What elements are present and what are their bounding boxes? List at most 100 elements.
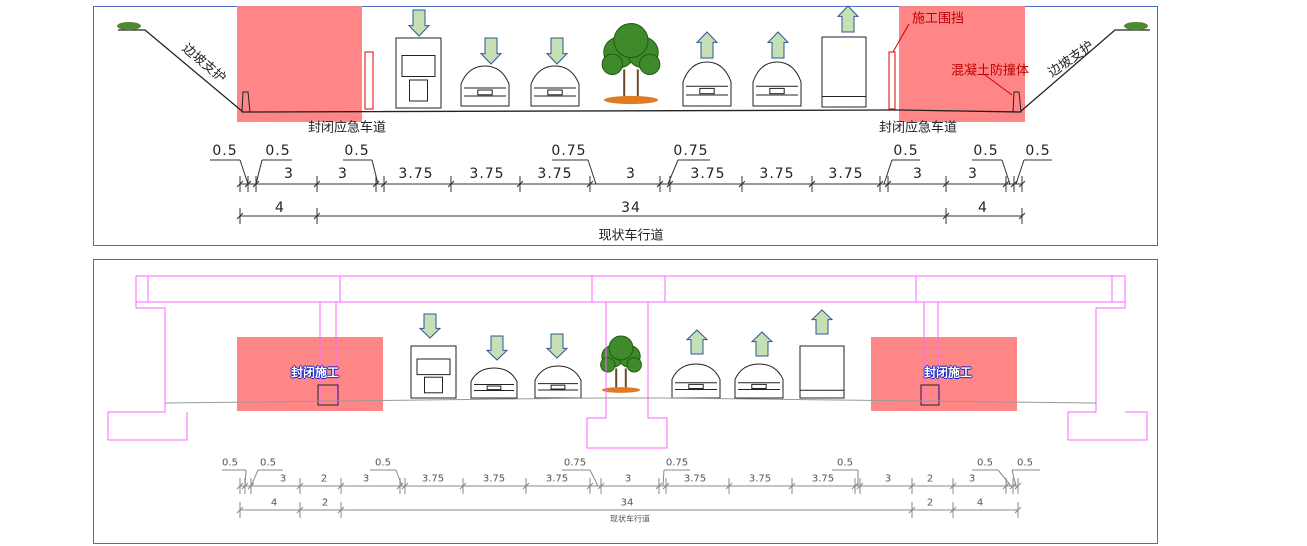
flower-bed [603, 95, 659, 105]
tree-foliage [639, 53, 661, 76]
closed-construction-label-right: 封闭施工 [923, 365, 973, 380]
dimension-slash [1002, 180, 1010, 188]
dimension-leader [972, 159, 1011, 185]
dimension-leader [972, 469, 1012, 487]
dimension-label: 0.75 [563, 457, 587, 469]
dimension-slash [401, 482, 409, 490]
car-body [530, 65, 580, 107]
leader-line [1011, 469, 1017, 487]
dimension-label: 0.75 [673, 143, 709, 159]
dimension-slash [949, 506, 957, 514]
arrow-up-icon [766, 31, 790, 59]
dimension-label: 0.5 [265, 143, 291, 159]
truck-icon [410, 345, 457, 399]
dimension-total-label: 4 [275, 200, 285, 216]
car-grille [477, 89, 493, 96]
dimension-label: 0.5 [893, 143, 919, 159]
leader-line [239, 159, 249, 185]
concrete-barrier-icon [1012, 91, 1022, 113]
leader-line [892, 23, 910, 53]
dimension-slash [296, 482, 304, 490]
closure-zone [237, 337, 383, 411]
dimension-slash [236, 212, 244, 220]
dimension-label: 3 [968, 166, 978, 182]
car-grille [751, 383, 767, 389]
dimension-label: 0.5 [375, 457, 391, 469]
dimension-slash [908, 506, 916, 514]
dimension-leader [1015, 159, 1052, 185]
tree-foliage [601, 53, 623, 76]
dimension-total-label: 4 [976, 497, 984, 509]
dimension-label: 3.75 [748, 473, 772, 485]
closed-emergency-lane-right: 封闭应急车道 [878, 120, 958, 136]
dimension-label: 0.75 [551, 143, 587, 159]
construction-fence-icon [888, 51, 896, 110]
dimension-label: 3 [968, 473, 976, 485]
dimension-leader [832, 469, 859, 486]
dimension-slash [655, 482, 663, 490]
dimension-slash [1018, 180, 1026, 188]
dimension-label: 3.75 [537, 166, 573, 182]
dimension-slash [876, 180, 884, 188]
tree-foliage [613, 23, 649, 58]
car-grille [547, 89, 563, 96]
median-tree-icon [600, 335, 642, 393]
dimension-label: 3.75 [683, 473, 707, 485]
dimension-label: 0.5 [344, 143, 370, 159]
dimension-slash [666, 180, 674, 188]
leader-line [589, 469, 599, 487]
construction-fence-label: 施工围挡 [911, 11, 965, 27]
dimension-slash [516, 180, 524, 188]
arrow-down-icon [485, 335, 509, 361]
dimension-slash [337, 482, 345, 490]
bottom-total-dimension-row [236, 502, 1022, 518]
dimension-slash [447, 180, 455, 188]
dimension-leader [210, 159, 249, 185]
car-grille [769, 87, 785, 95]
tree-foliage [626, 357, 642, 373]
dimension-leader [552, 159, 597, 185]
leader-line [371, 159, 379, 185]
dimension-label: 3.75 [690, 166, 726, 182]
arrow-up-icon [695, 31, 719, 59]
truck-body [395, 37, 442, 109]
dimension-leader [662, 469, 690, 487]
truck-body [410, 345, 457, 399]
car-icon [671, 363, 721, 399]
arrow-down-icon [418, 313, 442, 339]
dimension-label: 3 [913, 166, 923, 182]
dimension-label: 3.75 [398, 166, 434, 182]
car-body [752, 61, 802, 107]
dimension-label: 3 [338, 166, 348, 182]
dimension-slash [662, 482, 670, 490]
arrow-up-icon [810, 309, 834, 335]
truck-windshield [401, 55, 436, 77]
flower-bed [601, 387, 641, 393]
dimension-label: 3 [624, 473, 632, 485]
truck-grille [424, 376, 443, 394]
dimension-slash [851, 482, 859, 490]
dimension-label: 0.5 [1017, 457, 1033, 469]
arrow-down-icon [479, 37, 503, 65]
dimension-leader [1011, 469, 1040, 487]
dimension-label: 2 [320, 473, 328, 485]
pile-cap [920, 384, 940, 406]
bridge-structure [107, 275, 1148, 449]
closed-construction-label-left: 封闭施工 [290, 365, 340, 380]
leader-line [667, 159, 679, 185]
dimension-label: 3 [884, 473, 892, 485]
dimension-slash [1014, 482, 1022, 490]
arrow-up-icon [836, 5, 860, 33]
dimension-label: 3 [626, 166, 636, 182]
dimension-leader [562, 469, 599, 487]
dimension-slash [459, 482, 467, 490]
car-icon [470, 367, 518, 399]
leader-line [395, 469, 403, 487]
car-body [534, 365, 582, 399]
grass-icon [1124, 22, 1148, 30]
dimension-slash [236, 180, 244, 188]
dimension-label: 0.5 [212, 143, 238, 159]
dimension-label: 3.75 [545, 473, 569, 485]
truck-windshield [416, 358, 451, 376]
dimension-slash [808, 180, 816, 188]
